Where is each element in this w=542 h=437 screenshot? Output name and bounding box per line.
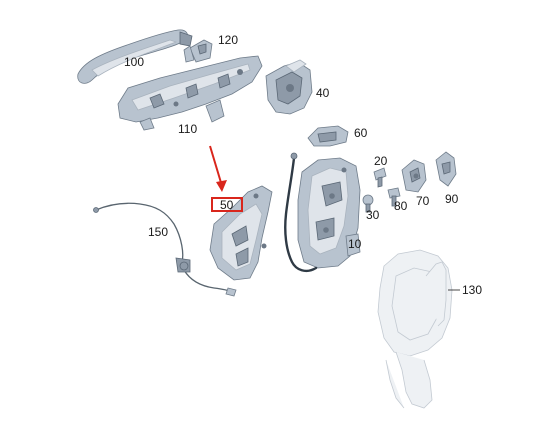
part-70-linkage[interactable] — [401, 159, 427, 193]
part-110-handle-carrier[interactable] — [117, 55, 263, 131]
callout-label-120: 120 — [218, 33, 238, 47]
callout-label-20: 20 — [374, 154, 388, 168]
highlight-arrow — [209, 145, 227, 192]
callout-label-80: 80 — [394, 199, 408, 213]
part-100-door-handle[interactable] — [77, 29, 193, 84]
part-80-screw[interactable] — [387, 187, 401, 207]
callout-label-40: 40 — [316, 86, 330, 100]
callout-label-30: 30 — [366, 208, 380, 222]
part-30-bolt[interactable] — [362, 194, 374, 213]
callout-label-150: 150 — [148, 225, 168, 239]
part-60-bracket[interactable] — [307, 125, 349, 147]
callout-label-60: 60 — [354, 126, 368, 140]
cable-end-fitting — [290, 152, 298, 160]
part-10-cable — [284, 156, 318, 273]
callout-label-70: 70 — [416, 194, 430, 208]
part-130-lock-assembly[interactable] — [377, 249, 453, 409]
part-150-bowden-cable[interactable] — [93, 202, 237, 297]
part-40-cylinder-housing[interactable] — [265, 59, 313, 115]
callout-label-50: 50 — [220, 198, 234, 212]
part-120-clips[interactable] — [183, 39, 213, 63]
callout-label-10: 10 — [348, 237, 362, 251]
part-20-screw[interactable] — [373, 167, 387, 188]
part-10-door-lock[interactable] — [297, 157, 361, 269]
callout-label-100: 100 — [124, 55, 144, 69]
callout-label-130: 130 — [462, 283, 482, 297]
callout-label-90: 90 — [445, 192, 459, 206]
callout-label-110: 110 — [178, 122, 197, 136]
part-90-lever[interactable] — [435, 151, 457, 187]
highlight-box-50 — [211, 197, 243, 212]
part-50-bracket[interactable] — [209, 185, 273, 281]
